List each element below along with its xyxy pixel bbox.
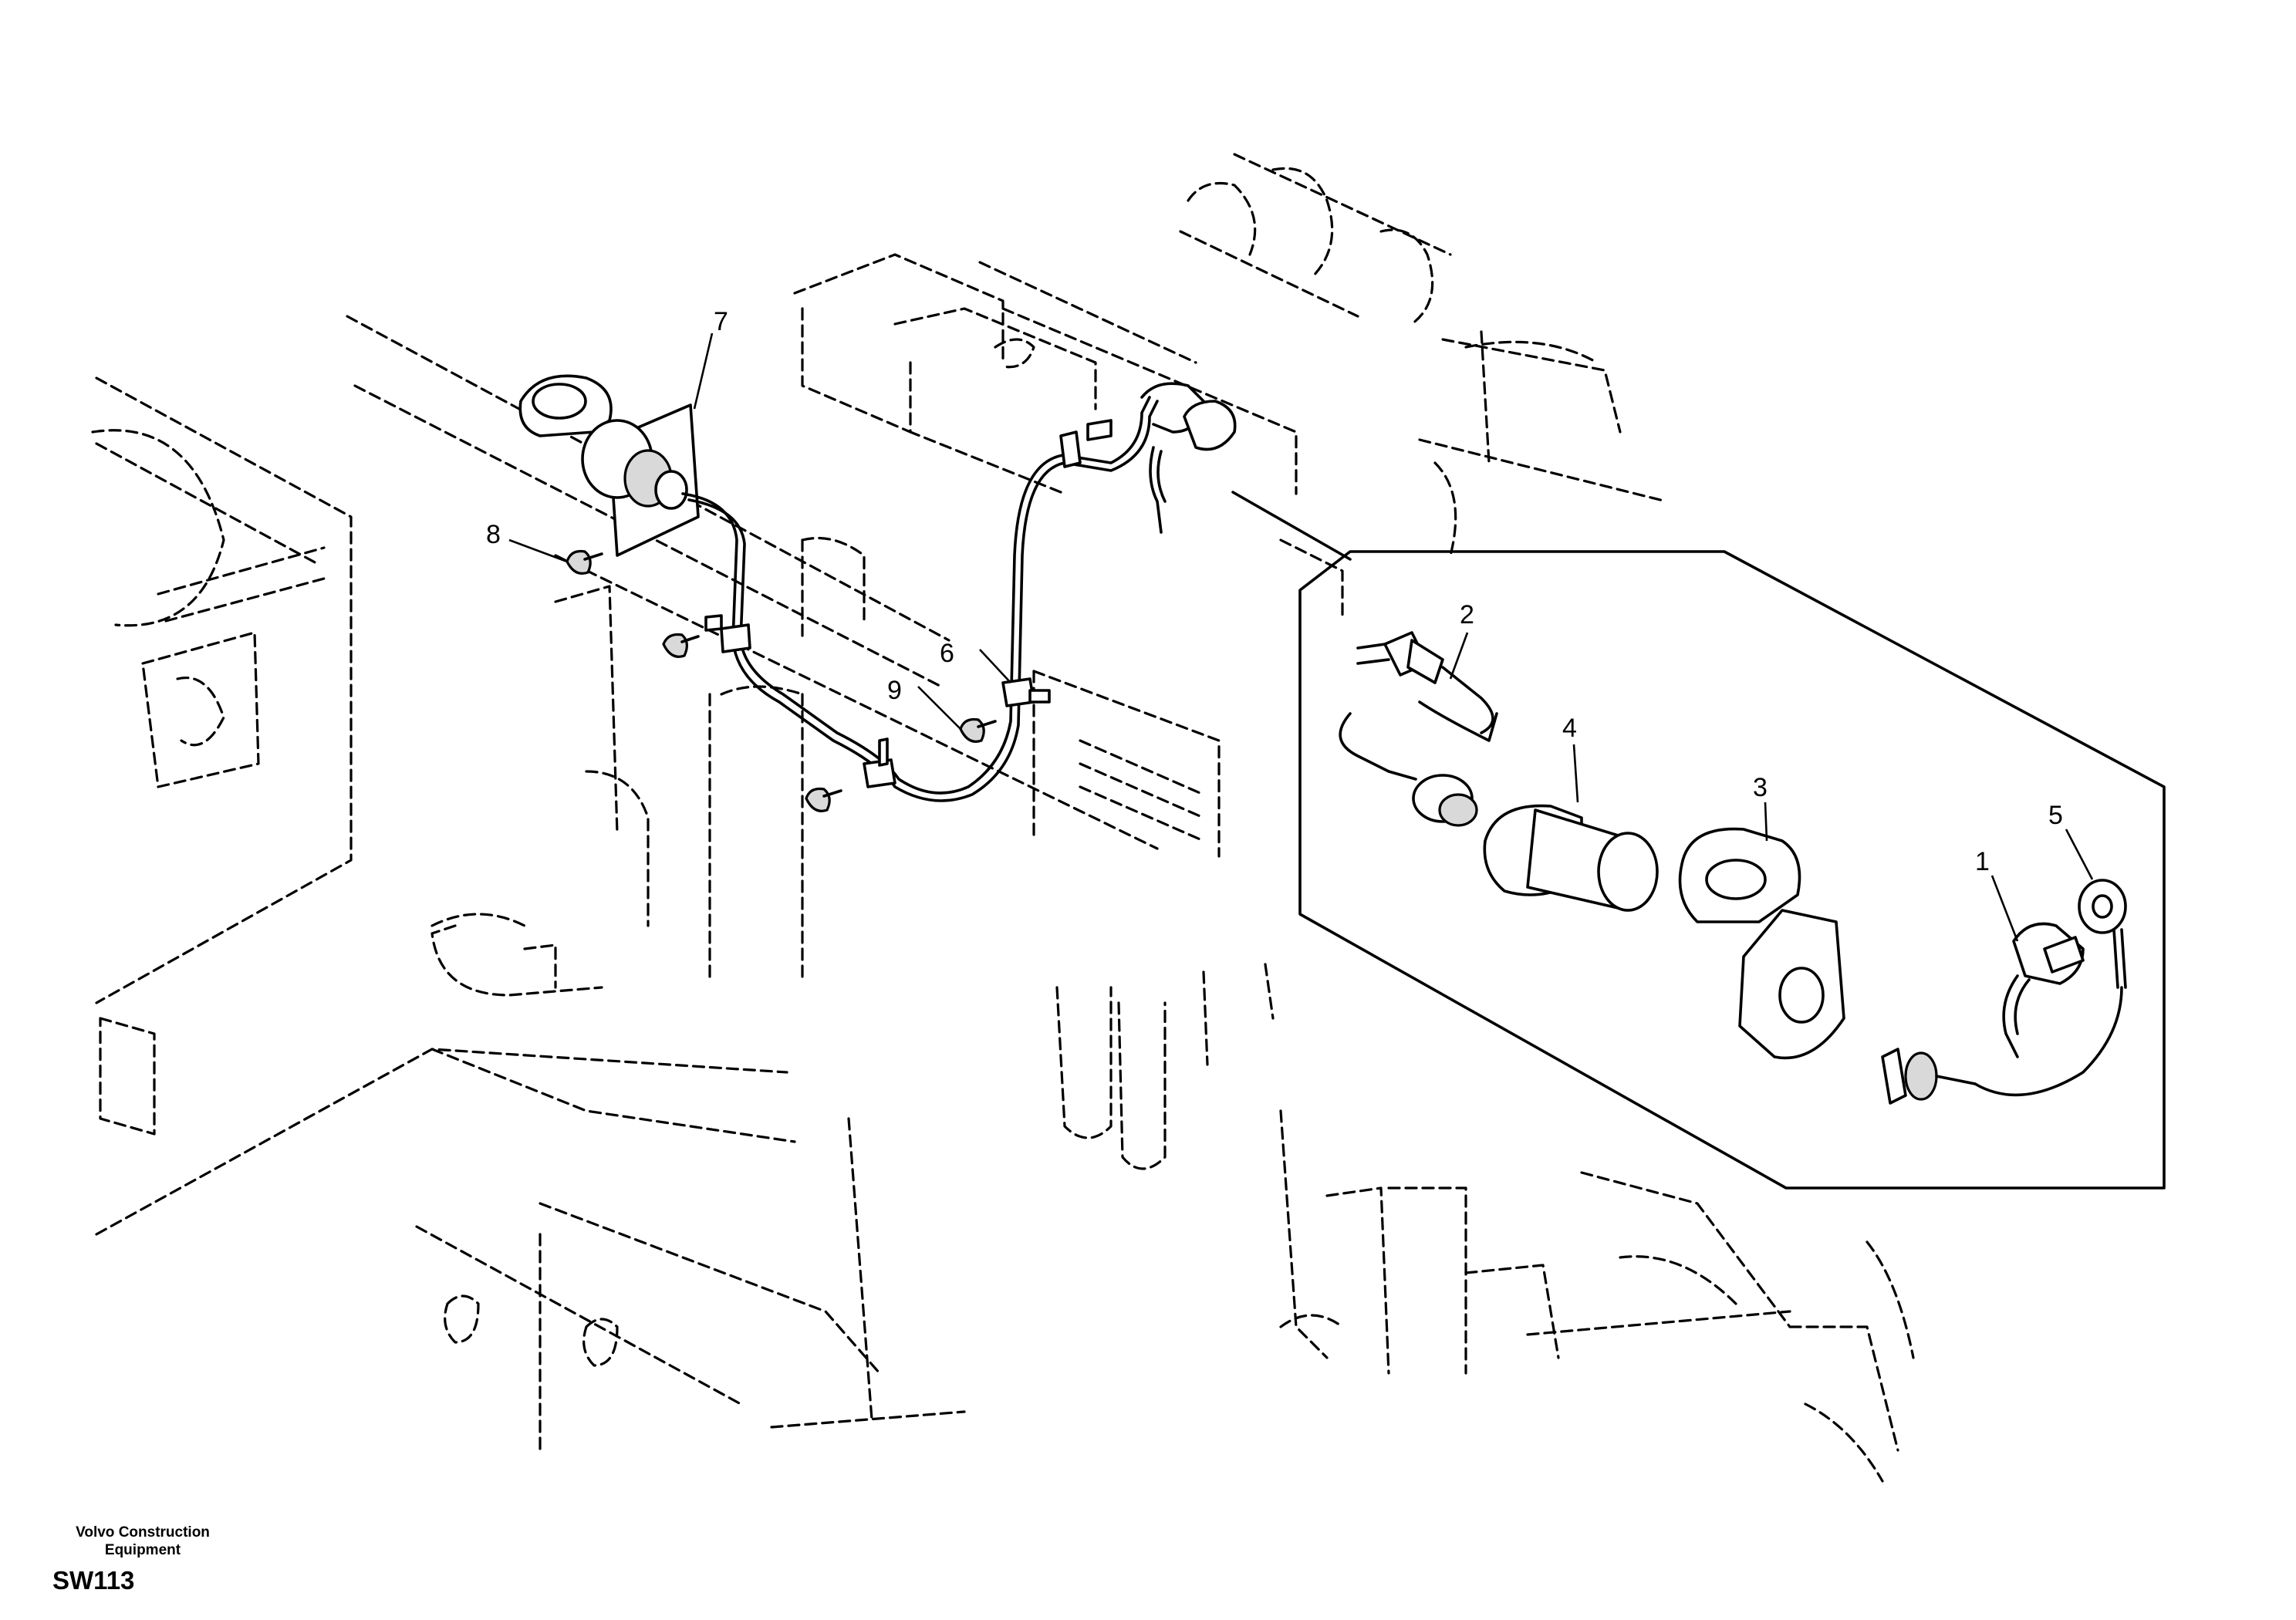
part-3-cover (1678, 827, 1845, 1060)
callout-2: 2 (1460, 600, 1474, 629)
bolt-8 (566, 549, 603, 575)
diagram-code: SW113 (52, 1566, 135, 1595)
leader-lines (508, 332, 2094, 942)
part-4-socket-housing (1483, 804, 1659, 912)
callout-7: 7 (714, 307, 728, 336)
manufacturer-label: Volvo Construction Equipment (76, 1524, 210, 1558)
machine-frame-outline (91, 153, 1915, 1483)
callout-1: 1 (1975, 847, 1990, 876)
part-1-switch (2002, 922, 2085, 1058)
callout-9: 9 (887, 676, 902, 705)
detail-inset-outline (1298, 550, 2166, 1190)
bolt-lower (805, 787, 842, 812)
bolt-9 (959, 717, 997, 743)
wiring-cable (681, 400, 1159, 802)
electric-socket-assembly (518, 374, 1237, 802)
part-2-plug-lead (1339, 631, 1498, 827)
callout-8: 8 (486, 520, 501, 549)
callout-3: 3 (1753, 773, 1768, 802)
callout-5: 5 (2048, 801, 2063, 830)
small-plug-and-cable (1881, 986, 2123, 1105)
callout-6: 6 (940, 639, 954, 668)
callout-4: 4 (1562, 714, 1577, 743)
part-5-ring (2078, 879, 2127, 989)
callout-labels: 1 2 3 4 5 6 7 8 9 (486, 307, 2063, 876)
inset-pointer-line (1231, 491, 1352, 561)
bolt-near-cable (662, 633, 700, 658)
